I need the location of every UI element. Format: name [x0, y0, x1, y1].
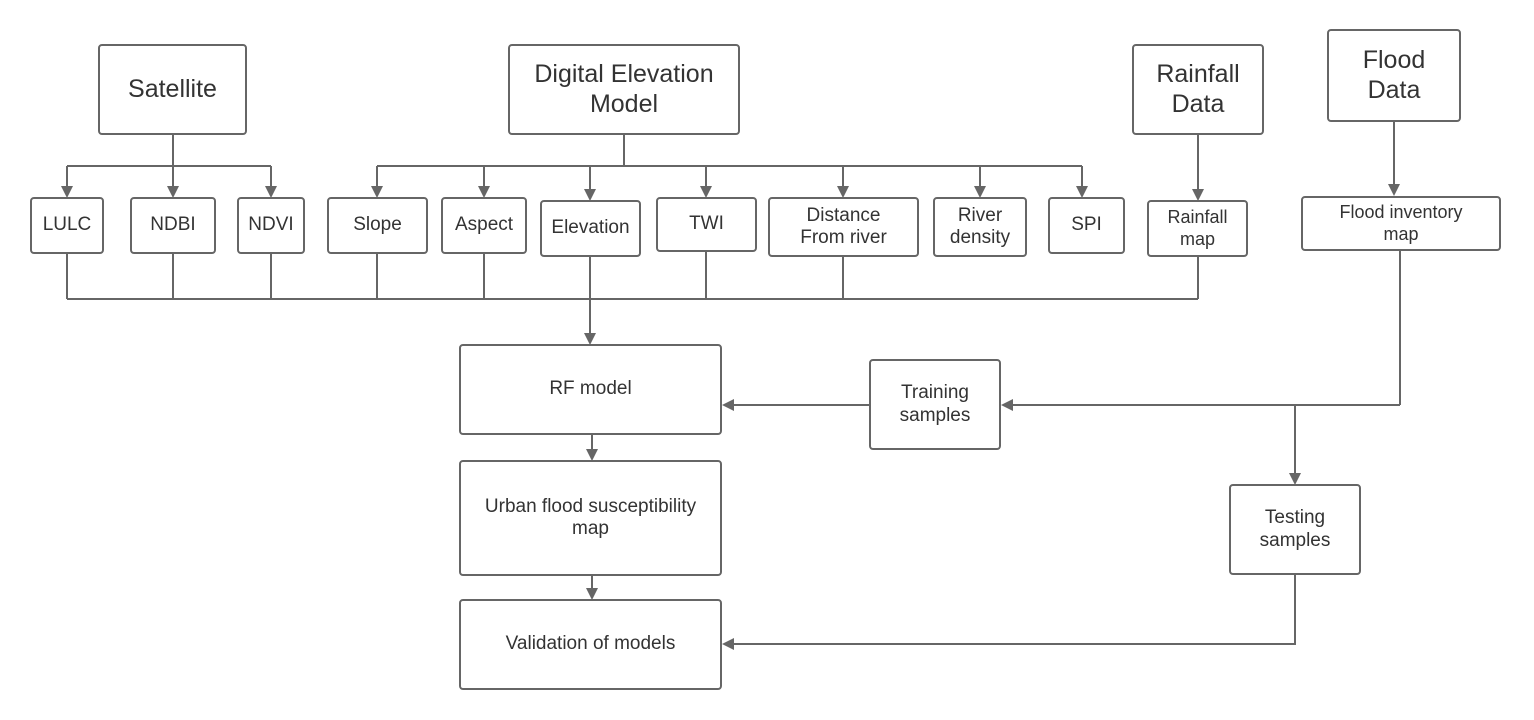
- satellite-box: Satellite: [98, 44, 247, 135]
- flood-data-box: Flood Data: [1327, 29, 1461, 122]
- rf-model-box: RF model: [459, 344, 722, 435]
- urban-flood-susceptibility-map-box: Urban flood susceptibility map: [459, 460, 722, 576]
- river-density-box: River density: [933, 197, 1027, 257]
- lulc-box: LULC: [30, 197, 104, 254]
- arrow-testing-validation: [722, 575, 1296, 650]
- validation-of-models-box: Validation of models: [459, 599, 722, 690]
- rainfall-data-box: Rainfall Data: [1132, 44, 1264, 135]
- slope-box: Slope: [327, 197, 428, 254]
- ndbi-box: NDBI: [130, 197, 216, 254]
- rainfall-map-box: Rainfall map: [1147, 200, 1248, 257]
- twi-box: TWI: [656, 197, 757, 252]
- testing-samples-box: Testing samples: [1229, 484, 1361, 575]
- aspect-box: Aspect: [441, 197, 527, 254]
- spi-box: SPI: [1048, 197, 1125, 254]
- elevation-box: Elevation: [540, 200, 641, 257]
- training-samples-box: Training samples: [869, 359, 1001, 450]
- distance-from-river-box: Distance From river: [768, 197, 919, 257]
- ndvi-box: NDVI: [237, 197, 305, 254]
- dem-box: Digital Elevation Model: [508, 44, 740, 135]
- flood-inventory-map-box: Flood inventory map: [1301, 196, 1501, 251]
